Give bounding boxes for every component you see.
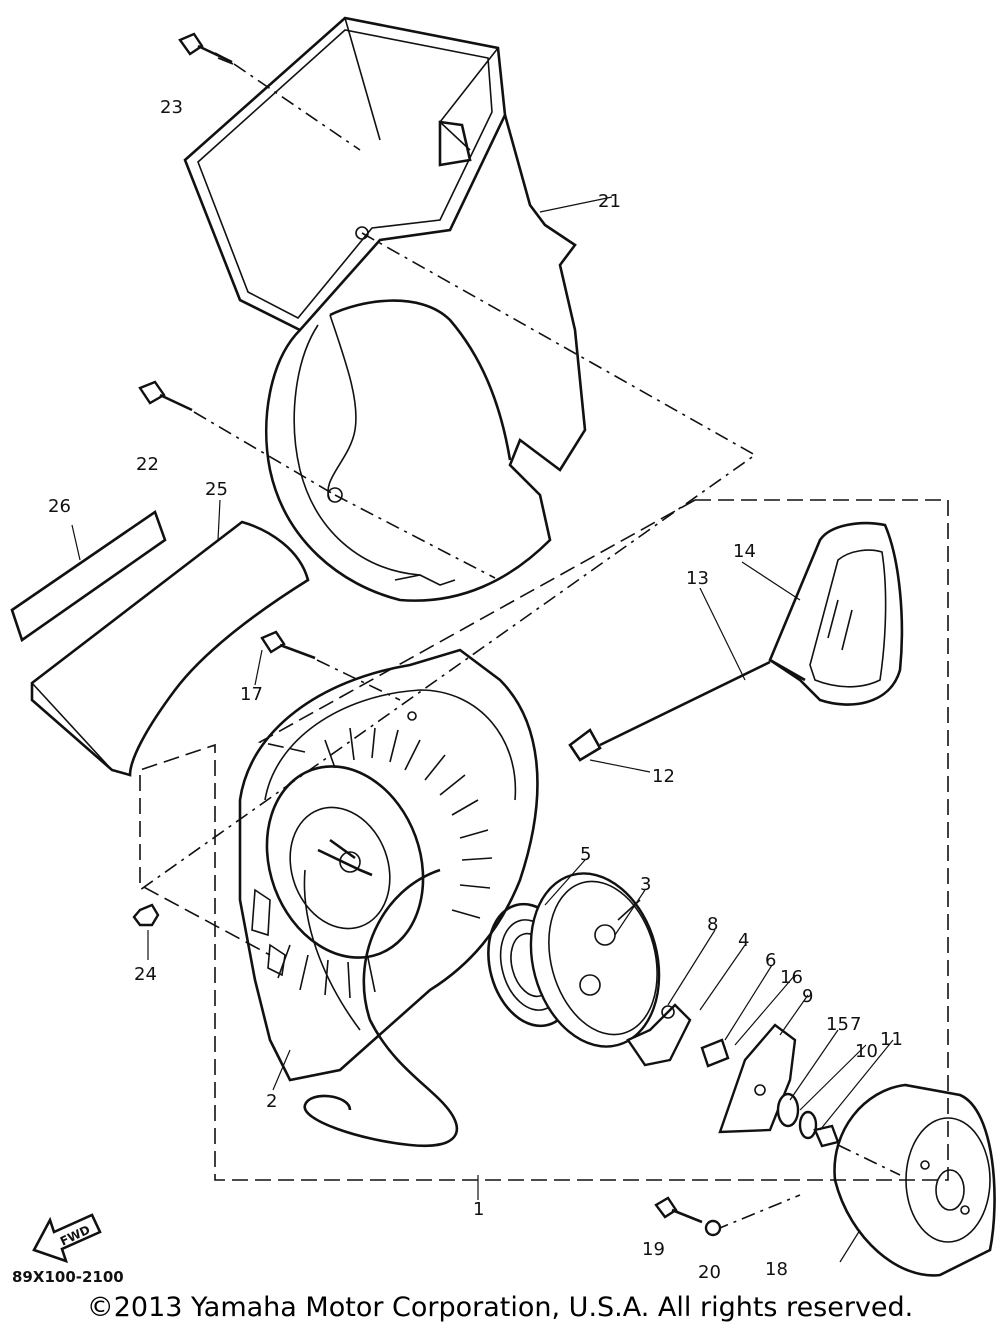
pawl-part-4 [626,1003,692,1067]
label-part-4: 4 [738,930,749,951]
label-part-5: 5 [580,844,591,865]
washer-part-10 [798,1110,818,1140]
label-part-24: 24 [134,964,157,985]
starter-case-part-2 [238,648,539,1082]
label-part-26: 26 [48,496,71,517]
label-part-15: 15 [826,1014,849,1035]
bolt-part-22 [138,380,193,412]
label-part-7: 7 [850,1014,861,1035]
nut-part-24 [132,903,160,927]
label-part-25: 25 [205,479,228,500]
label-part-21: 21 [598,191,621,212]
rope-loop [303,868,459,1148]
bolt-part-17 [260,630,316,660]
label-part-6: 6 [765,950,776,971]
label-part-1: 1 [473,1199,484,1220]
label-part-23: 23 [160,97,183,118]
label-part-9: 9 [802,986,813,1007]
label-part-17: 17 [240,684,263,705]
label-part-10: 10 [855,1041,878,1062]
label-part-3: 3 [640,874,651,895]
washer-part-15 [776,1092,800,1128]
washer-part-20 [704,1219,722,1237]
callout-leaders [71,196,894,1263]
label-part-12: 12 [652,766,675,787]
diagram-code: 89X100-2100 [12,1268,124,1286]
nut-part-11 [813,1124,840,1148]
bolt-part-19 [654,1196,703,1224]
handle-part-14 [768,521,904,706]
grommet-part-12 [568,728,602,762]
fwd-arrow-icon: FWD [32,1213,102,1264]
label-part-14: 14 [733,541,756,562]
label-part-11: 11 [880,1029,903,1050]
exploded-view-svg: 23 21 22 26 25 14 13 17 12 5 3 8 4 6 16 … [10,16,996,1286]
label-part-18: 18 [765,1259,788,1280]
copyright-notice: ©2013 Yamaha Motor Corporation, U.S.A. A… [86,1292,914,1323]
strip-part-26 [10,509,167,643]
label-part-22: 22 [136,454,159,475]
label-part-13: 13 [686,568,709,589]
spring-part-8 [661,1005,675,1019]
rope-part-13 [599,660,771,747]
cover-part-25 [30,520,310,777]
bolt-part-6 [700,1038,730,1068]
shroud-part-21 [183,16,587,602]
bolt-part-23 [178,32,234,65]
label-part-16: 16 [780,967,803,988]
label-part-19: 19 [642,1239,665,1260]
plate-part-9 [718,1023,797,1134]
cover-part-18 [833,1083,996,1277]
label-part-20: 20 [698,1262,721,1283]
label-part-8: 8 [707,914,718,935]
label-part-2: 2 [266,1091,277,1112]
